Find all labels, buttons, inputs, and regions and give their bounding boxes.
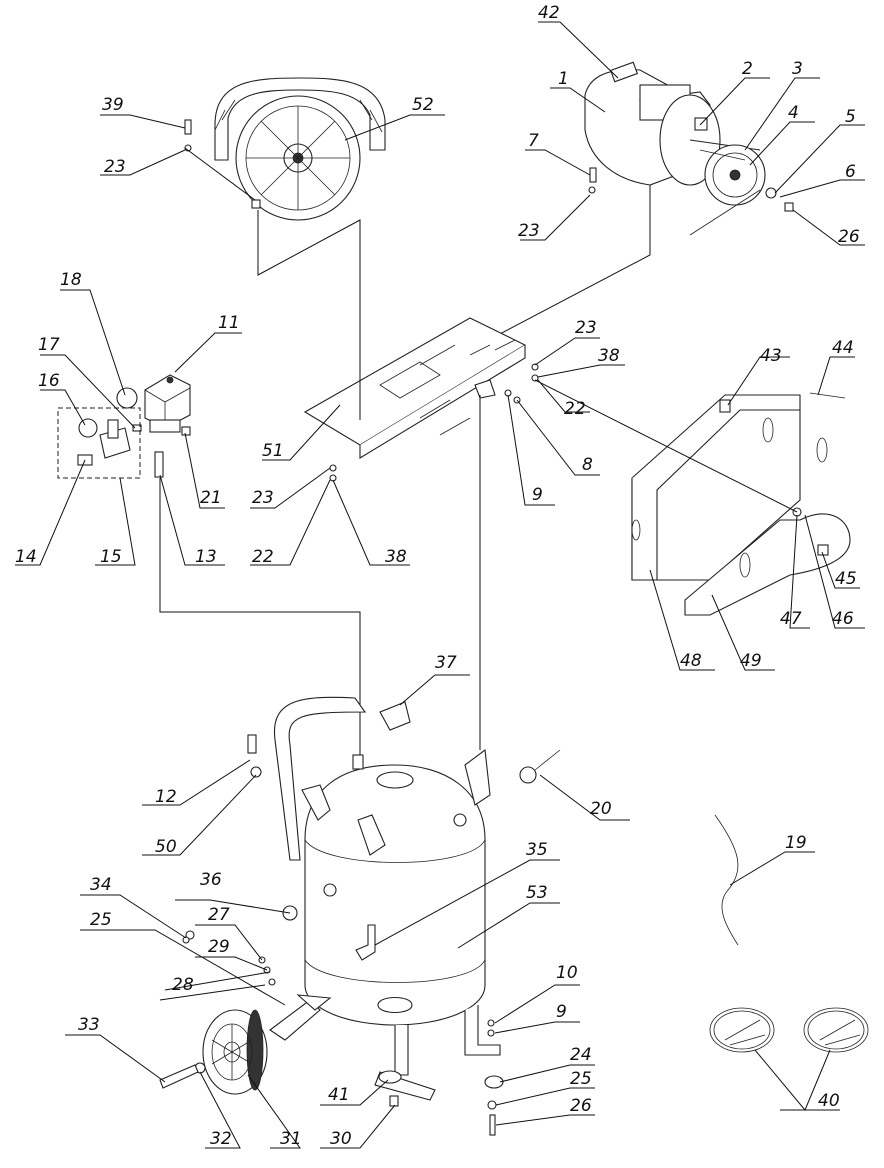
label-19: 19: [785, 833, 807, 853]
motor-platform: [303, 317, 527, 459]
label-2: 2: [742, 59, 753, 79]
label-23: 23: [575, 318, 597, 338]
label-14: 14: [15, 547, 37, 567]
label-6: 6: [845, 162, 856, 182]
small-fittings: [182, 119, 846, 1136]
label-37: 37: [435, 653, 457, 673]
label-47: 47: [780, 609, 802, 629]
label-26: 26: [838, 227, 860, 247]
label-5: 5: [845, 107, 856, 127]
label-22: 22: [564, 399, 586, 419]
label-53: 53: [526, 883, 548, 903]
label-48: 48: [680, 651, 702, 671]
wheel-assembly: [159, 1009, 268, 1095]
label-22: 22: [252, 547, 274, 567]
label-45: 45: [835, 569, 857, 589]
fan-guard-assembly: [214, 77, 386, 221]
label-3: 3: [792, 59, 803, 79]
label-28: 28: [172, 975, 194, 995]
air-tank: [269, 696, 501, 1101]
label-52: 52: [412, 95, 434, 115]
label-26: 26: [570, 1096, 592, 1116]
label-4: 4: [788, 103, 799, 123]
label-32: 32: [210, 1129, 232, 1149]
label-46: 46: [832, 609, 854, 629]
label-27: 27: [208, 905, 230, 925]
label-1: 1: [558, 69, 569, 89]
label-12: 12: [155, 787, 177, 807]
label-23: 23: [518, 221, 540, 241]
pressure-switch: [116, 374, 191, 478]
label-43: 43: [760, 346, 782, 366]
label-30: 30: [330, 1129, 352, 1149]
label-42: 42: [538, 3, 560, 23]
label-24: 24: [570, 1045, 592, 1065]
label-25: 25: [570, 1069, 592, 1089]
label-50: 50: [155, 837, 177, 857]
label-38: 38: [598, 346, 620, 366]
label-36: 36: [200, 870, 222, 890]
label-33: 33: [78, 1015, 100, 1035]
label-49: 49: [740, 651, 762, 671]
label-34: 34: [90, 875, 112, 895]
label-23: 23: [252, 488, 274, 508]
label-15: 15: [100, 547, 122, 567]
label-44: 44: [832, 338, 854, 358]
label-29: 29: [208, 937, 230, 957]
label-40: 40: [818, 1091, 840, 1111]
label-8: 8: [582, 455, 593, 475]
label-38: 38: [385, 547, 407, 567]
label-20: 20: [590, 799, 612, 819]
label-13: 13: [195, 547, 217, 567]
label-9: 9: [532, 485, 543, 505]
belt-guard: [631, 394, 851, 616]
label-25: 25: [90, 910, 112, 930]
label-17: 17: [38, 335, 60, 355]
label-7: 7: [528, 131, 539, 151]
hoses: [709, 814, 869, 1053]
label-31: 31: [280, 1129, 302, 1149]
label-11: 11: [218, 313, 240, 333]
label-35: 35: [526, 840, 548, 860]
label-51: 51: [262, 441, 284, 461]
label-21: 21: [200, 488, 222, 508]
label-10: 10: [556, 963, 578, 983]
label-41: 41: [328, 1085, 350, 1105]
part-labels: 42 1 2 3 4 5 6 26 7 23 39 23 52 18 11 17…: [15, 3, 860, 1149]
safety-valve-group: [57, 407, 141, 479]
leader-lines: [15, 21, 865, 1149]
label-16: 16: [38, 371, 60, 391]
label-9: 9: [556, 1002, 567, 1022]
label-39: 39: [102, 95, 124, 115]
label-18: 18: [60, 270, 82, 290]
label-23: 23: [104, 157, 126, 177]
motor-assembly: [584, 61, 794, 236]
